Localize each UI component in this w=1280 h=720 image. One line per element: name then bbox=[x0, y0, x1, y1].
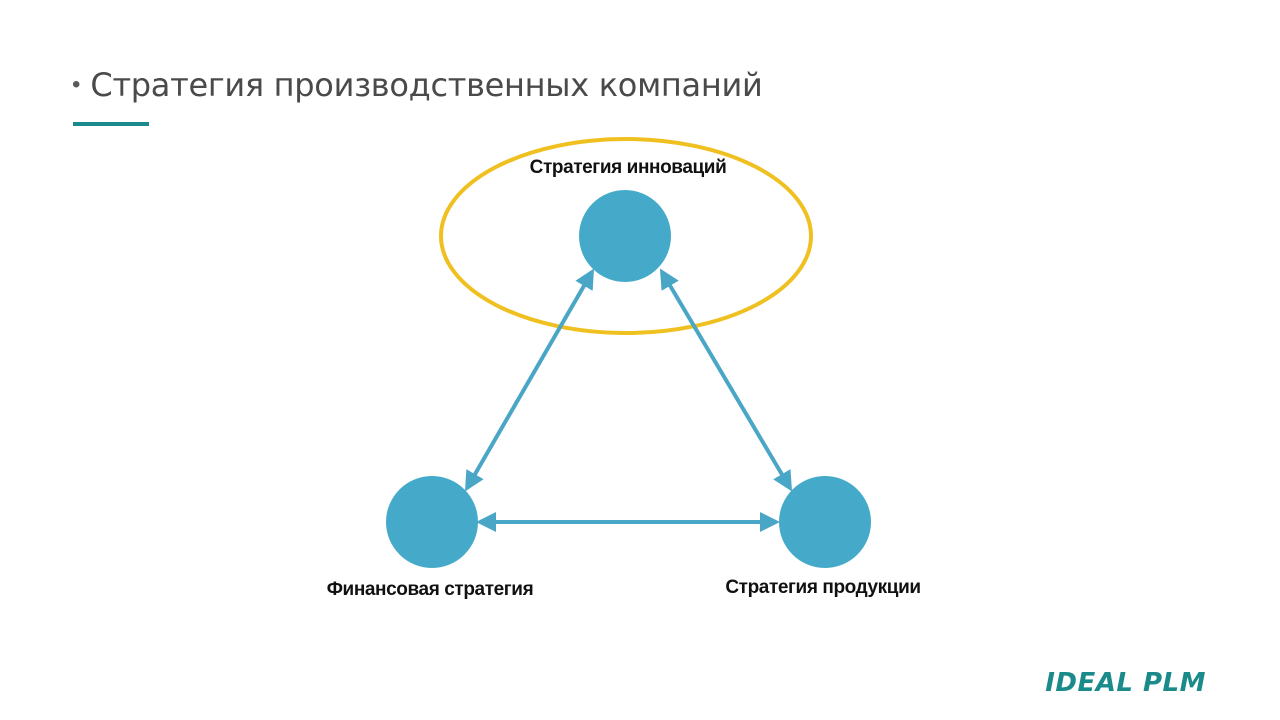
edge-innovation-finance bbox=[464, 268, 595, 492]
node-label-product: Стратегия продукции bbox=[725, 577, 921, 598]
node-label-finance: Финансовая стратегия bbox=[326, 579, 534, 600]
slide-title: Стратегия производственных компаний bbox=[90, 66, 763, 104]
title-row: • Стратегия производственных компаний bbox=[72, 66, 763, 104]
highlight-ring bbox=[439, 137, 813, 335]
node-finance bbox=[386, 476, 478, 568]
node-innovation bbox=[579, 190, 671, 282]
title-bullet: • bbox=[72, 71, 81, 98]
node-product bbox=[779, 476, 871, 568]
ideal-plm-logo: IDEAL PLM bbox=[1045, 668, 1206, 698]
node-label-innovation: Стратегия инноваций bbox=[529, 157, 727, 178]
title-underline bbox=[73, 122, 149, 126]
edge-innovation-product bbox=[659, 268, 793, 492]
